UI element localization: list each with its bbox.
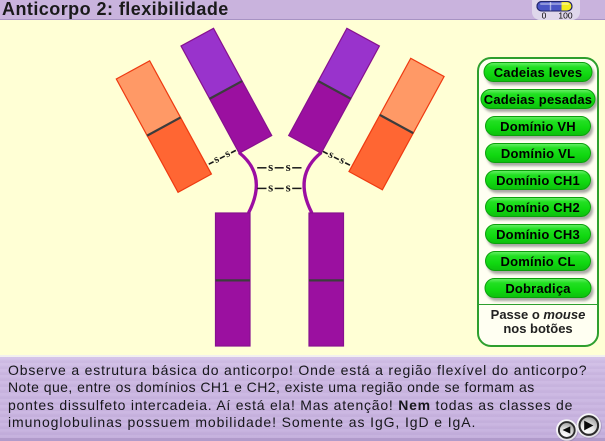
svg-text:0: 0: [542, 11, 547, 21]
svg-text:100: 100: [558, 11, 572, 21]
svg-text:s: s: [268, 159, 273, 174]
svg-text:s: s: [286, 159, 291, 174]
svg-text:s: s: [223, 147, 233, 160]
svg-text:s: s: [337, 154, 347, 167]
svg-text:s: s: [326, 149, 336, 162]
svg-text:s: s: [212, 153, 222, 166]
svg-text:s: s: [268, 179, 273, 194]
svg-text:s: s: [286, 179, 291, 194]
